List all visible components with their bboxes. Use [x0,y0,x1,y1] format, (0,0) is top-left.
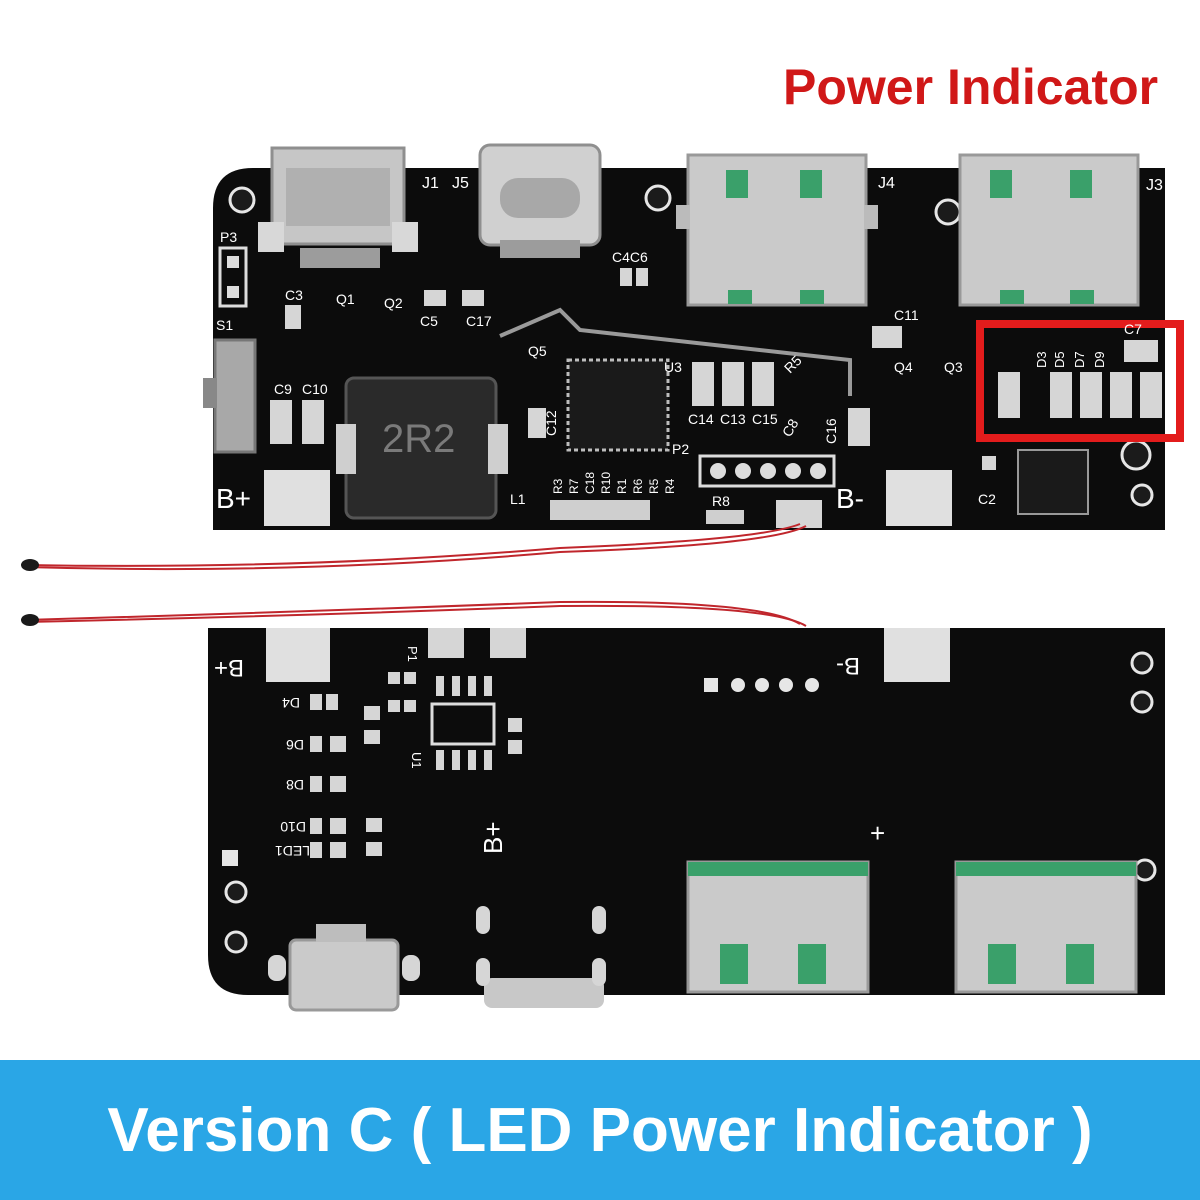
usb-a-connector-bottom-right [954,860,1138,994]
label-resistor: R6 [631,478,645,494]
label-bplus-bottom: B+ [214,654,244,681]
label-q2: Q2 [384,295,403,311]
label-u1: U1 [409,752,424,769]
version-banner: Version C ( LED Power Indicator ) [0,1060,1200,1200]
label-c12: C12 [543,410,559,436]
label-resistor: R7 [567,478,581,494]
thermistor-wire [24,600,801,625]
label-p2: P2 [672,441,689,457]
banner-text: Version C ( LED Power Indicator ) [107,1095,1093,1165]
label-d6: D6 [286,737,304,753]
label-c17: C17 [466,313,492,329]
label-d9: D9 [1092,351,1107,368]
mounting-hole [644,184,672,212]
label-bplus-top: B+ [216,483,251,514]
label-q4: Q4 [894,359,913,375]
mounting-hole [934,198,962,226]
label-c11: C11 [894,307,919,323]
label-c5: C5 [420,313,438,329]
label-p3: P3 [220,229,237,245]
label-c7: C7 [1124,321,1142,337]
label-c15: C15 [752,411,778,427]
j4-usb-a-connector [676,153,878,307]
label-bminus-top: B- [836,483,864,514]
label-c8: C8 [779,416,802,440]
label-c3: C3 [285,287,303,303]
label-c2: C2 [978,491,996,507]
thermistor-wire [24,523,801,567]
label-c14: C14 [688,411,714,427]
power-indicator-highlight-box [976,320,1184,442]
bminus-pad-bottom [884,628,950,682]
label-bplus-center: B+ [478,821,508,854]
j1-connector [258,146,418,268]
u3-chip [566,358,670,452]
label-d5: D5 [1052,351,1067,368]
micro-usb-connector-bottom [268,924,420,1012]
label-d7: D7 [1072,351,1087,368]
power-indicator-callout: Power Indicator [783,59,1159,115]
bminus-pad [886,470,952,526]
label-l1: L1 [510,491,526,507]
label-resistor: C18 [583,472,597,494]
bplus-pad-bottom [266,628,330,682]
label-c10: C10 [302,381,328,397]
bottom-board: B+ B- P1 U1 D4 D6 D8 D10 LED1 B+ + [208,628,1165,1012]
label-u3: U3 [664,359,682,375]
label-c13: C13 [720,411,746,427]
thermistor-bead [21,559,39,571]
label-c16: C16 [823,418,839,444]
usb-a-connector-bottom-left [686,860,870,994]
top-board: J1 J5 J4 J3 P3 S1 C3 Q1 Q2 C5 C17 C4C6 C… [21,143,1184,627]
label-inductor: 2R2 [382,417,455,461]
label-q1: Q1 [336,291,355,307]
label-d3: D3 [1034,351,1049,368]
label-q5: Q5 [528,343,547,359]
mounting-hole [228,186,256,214]
j3-usb-a-connector [958,153,1140,307]
label-resistor: R10 [599,472,613,494]
label-resistor: R5 [647,478,661,494]
label-j3: J3 [1146,177,1163,194]
label-c4c6: C4C6 [612,249,648,265]
mounting-hole [1120,439,1152,471]
led-indicator-group [998,372,1162,418]
thermistor-bead [21,614,39,626]
label-plus-right: + [870,818,885,848]
label-j5: J5 [452,175,469,192]
label-resistor: R4 [663,478,677,494]
label-r8: R8 [712,493,730,509]
label-bminus-bottom: B- [836,652,860,679]
label-d10: D10 [280,819,306,835]
p3-header [218,246,248,308]
label-q3: Q3 [944,359,963,375]
label-resistor: R1 [615,478,629,494]
usb-c-connector-bottom [484,978,604,1008]
mounting-hole [1130,483,1154,507]
label-j4: J4 [878,175,895,192]
u1-chip [430,702,496,746]
pcb-photo: J1 J5 J4 J3 P3 S1 C3 Q1 Q2 C5 C17 C4C6 C… [21,143,1184,1012]
label-p1: P1 [405,646,420,662]
bottom-board-outline [208,628,1165,995]
label-d4: D4 [282,695,300,711]
s1-switch [213,338,257,454]
label-resistor: R3 [551,478,565,494]
label-c9: C9 [274,381,292,397]
label-led1: LED1 [275,843,310,859]
p2-header [698,454,836,488]
label-s1: S1 [216,317,233,333]
bplus-pad [264,470,330,526]
j5-usb-c-connector [478,143,602,258]
label-j1: J1 [422,175,439,192]
label-d8: D8 [286,777,304,793]
